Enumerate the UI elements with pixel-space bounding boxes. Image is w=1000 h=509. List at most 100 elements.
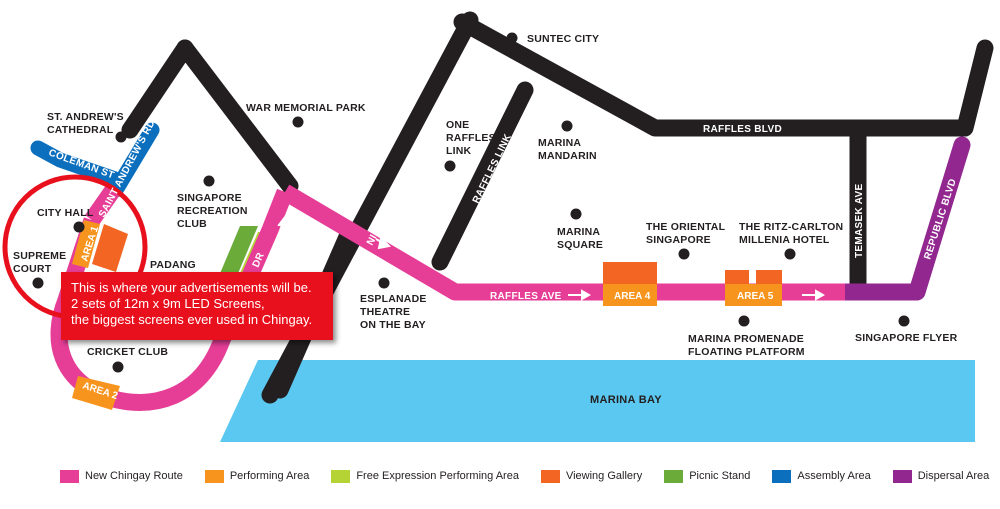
legend-label: Picnic Stand: [689, 470, 751, 482]
location-dot: [203, 175, 215, 187]
legend-swatch: [60, 469, 79, 483]
label-esplanade-2: THEATRE: [360, 306, 410, 318]
viewing-gallery-5b: [756, 270, 782, 284]
label-esplanade-3: ON THE BAY: [360, 319, 426, 331]
map-legend: New Chingay Route Performing Area Free Exp…: [60, 466, 990, 486]
legend-swatch: [772, 469, 792, 483]
label-one-raffles-3: LINK: [446, 145, 472, 157]
label-st-andrews-1: ST. ANDREW'S: [47, 111, 124, 123]
location-dot: [678, 248, 690, 260]
performing-area-1: [72, 220, 100, 268]
performing-area-2: [72, 376, 120, 410]
location-dot: [115, 131, 127, 143]
dispersal-republic-blvd: [908, 136, 971, 301]
label-marina-mandarin-2: MANDARIN: [538, 150, 597, 162]
legend-item: Dispersal Area: [892, 469, 990, 483]
legend-item: Free Expression Performing Area: [331, 469, 519, 483]
marina-bay-water: [220, 360, 975, 442]
area-label-4: AREA 4: [614, 291, 651, 302]
legend-label: Free Expression Performing Area: [356, 470, 519, 482]
location-dot: [444, 160, 456, 172]
label-src-1: SINGAPORE: [177, 192, 242, 204]
direction-arrow-head: [277, 214, 290, 229]
location-dot: [561, 120, 573, 132]
area-label-5: AREA 5: [737, 291, 774, 302]
label-ritz-1: THE RITZ-CARLTON: [739, 221, 843, 233]
road-north-diagonal: [176, 39, 299, 195]
direction-arrow-head: [377, 235, 392, 250]
label-one-raffles-1: ONE: [446, 119, 469, 131]
viewing-gallery-1: [92, 224, 128, 272]
advertisement-callout: This is where your advertisements will b…: [61, 272, 333, 340]
label-marina-square-2: SQUARE: [557, 239, 603, 251]
legend-item: Picnic Stand: [664, 469, 751, 483]
legend-swatch: [892, 469, 912, 483]
legend-item: Performing Area: [204, 469, 310, 483]
location-dot: [784, 248, 796, 260]
location-dot: [378, 277, 390, 289]
legend-label: Dispersal Area: [917, 470, 990, 482]
label-supreme-2: COURT: [13, 263, 52, 275]
assembly-coleman-st: [30, 140, 126, 188]
legend-item: New Chingay Route: [60, 469, 183, 483]
road-label-stamford: STAMFORD RD: [194, 145, 263, 198]
label-cricket-club: CRICKET CLUB: [87, 346, 168, 358]
location-dot: [898, 315, 910, 327]
location-dot: [73, 221, 85, 233]
road-raffles-link: [431, 81, 534, 271]
label-ritz-2: MILLENIA HOTEL: [739, 234, 830, 246]
label-one-raffles-2: RAFFLES: [446, 132, 496, 144]
legend-swatch: [331, 469, 351, 483]
location-dot: [506, 32, 518, 44]
legend-label: New Chingay Route: [85, 470, 183, 482]
road-raffles-blvd: [453, 13, 994, 137]
viewing-gallery-5a: [725, 270, 749, 284]
label-city-hall: CITY HALL: [37, 207, 94, 219]
ad-line-3: the biggest screens ever used in Chingay…: [71, 312, 313, 327]
ad-line-2: 2 sets of 12m x 9m LED Screens,: [71, 296, 265, 311]
assembly-st-andrews-rd: [108, 122, 160, 198]
road-label-temasek: TEMASEK AVE: [854, 184, 865, 258]
direction-arrow-head: [581, 289, 592, 301]
legend-swatch: [204, 469, 224, 483]
label-oriental-1: THE ORIENTAL: [646, 221, 726, 233]
label-supreme-1: SUPREME: [13, 250, 66, 262]
viewing-gallery-4: [603, 262, 657, 284]
label-marina-bay: MARINA BAY: [590, 394, 662, 406]
legend-label: Performing Area: [229, 470, 310, 482]
legend-item: Viewing Gallery: [540, 469, 643, 483]
direction-arrow-head: [815, 289, 826, 301]
label-marina-mandarin-1: MARINA: [538, 137, 581, 149]
performing-area-4: [603, 284, 657, 306]
ad-line-1: This is where your advertisements will b…: [71, 280, 312, 295]
location-dot: [292, 116, 304, 128]
label-src-2: RECREATION: [177, 205, 248, 217]
label-marina-square-1: MARINA: [557, 226, 600, 238]
label-flyer: SINGAPORE FLYER: [855, 332, 958, 344]
route-st-andrews: [85, 185, 120, 225]
label-promenade-2: FLOATING PLATFORM: [688, 346, 805, 358]
legend-swatch: [540, 469, 560, 483]
location-dot: [570, 208, 582, 220]
label-padang: PADANG: [150, 259, 196, 271]
route-raffles-ave: [280, 184, 845, 301]
label-promenade-1: MARINA PROMENADE: [688, 333, 804, 345]
legend-label: Assembly Area: [797, 470, 871, 482]
road-stamford: [121, 39, 194, 139]
label-war-memorial: WAR MEMORIAL PARK: [246, 102, 366, 114]
label-esplanade-1: ESPLANADE: [360, 293, 427, 305]
road-label-raffles-blvd: RAFFLES BLVD: [703, 124, 782, 135]
location-dot: [738, 315, 750, 327]
road-label-raffles-ave: RAFFLES AVE: [490, 291, 562, 302]
legend-swatch: [664, 469, 684, 483]
label-src-3: CLUB: [177, 218, 207, 230]
performing-area-5: [725, 284, 782, 306]
label-suntec: SUNTEC CITY: [527, 33, 599, 45]
legend-label: Viewing Gallery: [565, 470, 643, 482]
location-dot: [32, 277, 44, 289]
location-dot: [112, 361, 124, 373]
label-st-andrews-2: CATHEDRAL: [47, 124, 114, 136]
legend-item: Assembly Area: [772, 469, 871, 483]
label-oriental-2: SINGAPORE: [646, 234, 711, 246]
